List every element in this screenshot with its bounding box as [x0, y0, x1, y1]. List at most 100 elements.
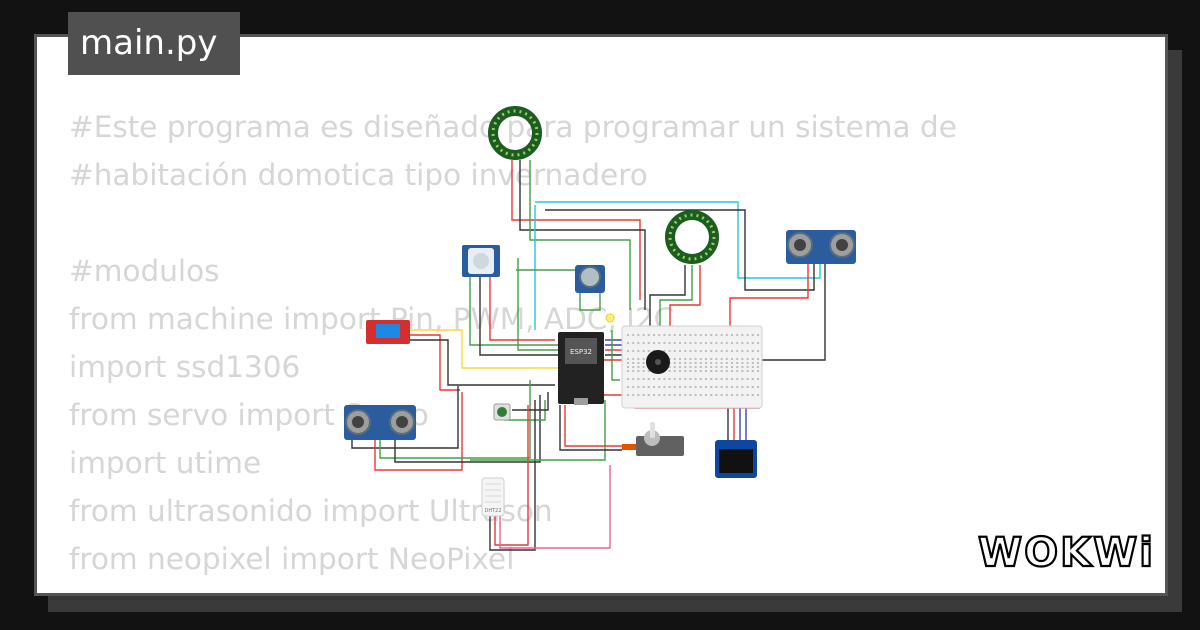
breadboard-hole [668, 386, 671, 388]
breadboard-hole [736, 394, 739, 396]
breadboard-hole [684, 350, 687, 352]
relay-module[interactable] [366, 320, 410, 344]
oled-display[interactable] [715, 440, 757, 478]
esp32-board[interactable]: ESP32 [558, 332, 604, 405]
breadboard-hole [637, 366, 640, 368]
breadboard-hole [715, 334, 718, 336]
breadboard-hole [725, 362, 728, 364]
neopixel-ring-right[interactable] [665, 210, 719, 264]
breadboard-hole [699, 370, 702, 372]
breadboard-hole [725, 350, 728, 352]
breadboard-hole [642, 366, 645, 368]
breadboard-hole [627, 370, 629, 372]
breadboard-hole [699, 378, 702, 380]
breadboard-hole [658, 342, 661, 344]
breadboard-hole [725, 394, 728, 396]
code-line: #Este programa es diseñado para programa… [69, 110, 957, 144]
breadboard-hole [684, 334, 687, 336]
push-button[interactable] [493, 403, 511, 421]
breadboard-hole [736, 386, 739, 388]
breadboard-hole [731, 370, 733, 372]
breadboard-hole [720, 366, 723, 368]
breadboard-hole [736, 350, 739, 352]
preview-card: #Este programa es diseñado para programa… [34, 34, 1168, 596]
breadboard-hole [720, 358, 723, 360]
ultrasonic-sensor-right[interactable] [786, 230, 856, 264]
breadboard-hole [679, 342, 681, 344]
buzzer[interactable] [646, 350, 670, 374]
breadboard-hole [637, 394, 640, 396]
breadboard-hole [689, 350, 692, 352]
breadboard-hole [710, 394, 713, 396]
breadboard-hole [647, 370, 650, 372]
breadboard [621, 325, 763, 409]
file-tab[interactable]: main.py [68, 12, 240, 75]
pir-sensor[interactable] [462, 245, 500, 277]
breadboard-hole [757, 370, 759, 372]
wire [729, 262, 809, 330]
breadboard-hole [751, 386, 754, 388]
breadboard-hole [746, 342, 749, 344]
ultrasonic-sensor-left[interactable] [344, 405, 416, 440]
breadboard-hole [746, 394, 749, 396]
breadboard-hole [673, 362, 676, 364]
breadboard-hole [642, 342, 645, 344]
code-line: #habitación domotica tipo invernadero [69, 158, 648, 192]
breadboard-hole [751, 358, 754, 360]
breadboard-hole [673, 342, 676, 344]
breadboard-hole [699, 394, 702, 396]
breadboard-hole [689, 362, 692, 364]
breadboard-hole [751, 370, 754, 372]
breadboard-hole [751, 394, 754, 396]
breadboard-hole [710, 334, 713, 336]
breadboard-hole [731, 350, 733, 352]
breadboard-hole [705, 366, 707, 368]
breadboard-hole [710, 386, 713, 388]
breadboard-hole [632, 370, 635, 372]
breadboard-hole [663, 378, 666, 380]
breadboard-hole [751, 362, 754, 364]
breadboard-hole [684, 342, 687, 344]
breadboard-hole [673, 350, 676, 352]
breadboard-hole [720, 342, 723, 344]
breadboard-hole [757, 394, 759, 396]
breadboard-hole [684, 362, 687, 364]
breadboard-hole [741, 366, 744, 368]
wokwi-logo-text: WOKWi [978, 530, 1153, 576]
breadboard-hole [705, 342, 707, 344]
breadboard-hole [627, 386, 629, 388]
breadboard-hole [632, 378, 635, 380]
breadboard-hole [725, 358, 728, 360]
breadboard-hole [715, 386, 718, 388]
breadboard-hole [632, 394, 635, 396]
wire [649, 265, 686, 330]
potentiometer[interactable] [575, 265, 605, 293]
led[interactable] [605, 313, 615, 323]
breadboard-hole [637, 342, 640, 344]
breadboard-hole [699, 350, 702, 352]
breadboard-hole [741, 362, 744, 364]
neopixel-ring-top[interactable] [488, 106, 542, 160]
breadboard-hole [725, 378, 728, 380]
breadboard-hole [746, 358, 749, 360]
breadboard-hole [632, 358, 635, 360]
breadboard-hole [699, 366, 702, 368]
breadboard-hole [699, 386, 702, 388]
breadboard-hole [710, 342, 713, 344]
breadboard-hole [632, 342, 635, 344]
servo-motor[interactable] [622, 422, 684, 456]
breadboard-hole [694, 394, 697, 396]
breadboard-hole [689, 342, 692, 344]
wokwi-logo: WOKWi [978, 529, 1153, 577]
breadboard-hole [668, 366, 671, 368]
breadboard-hole [679, 386, 681, 388]
breadboard-hole [757, 378, 759, 380]
breadboard-hole [751, 378, 754, 380]
breadboard-hole [705, 378, 707, 380]
wire [535, 201, 821, 279]
breadboard-hole [720, 378, 723, 380]
breadboard-hole [694, 370, 697, 372]
breadboard-hole [720, 334, 723, 336]
wire [529, 160, 631, 310]
dht22-sensor[interactable]: DHT22 [481, 477, 505, 517]
